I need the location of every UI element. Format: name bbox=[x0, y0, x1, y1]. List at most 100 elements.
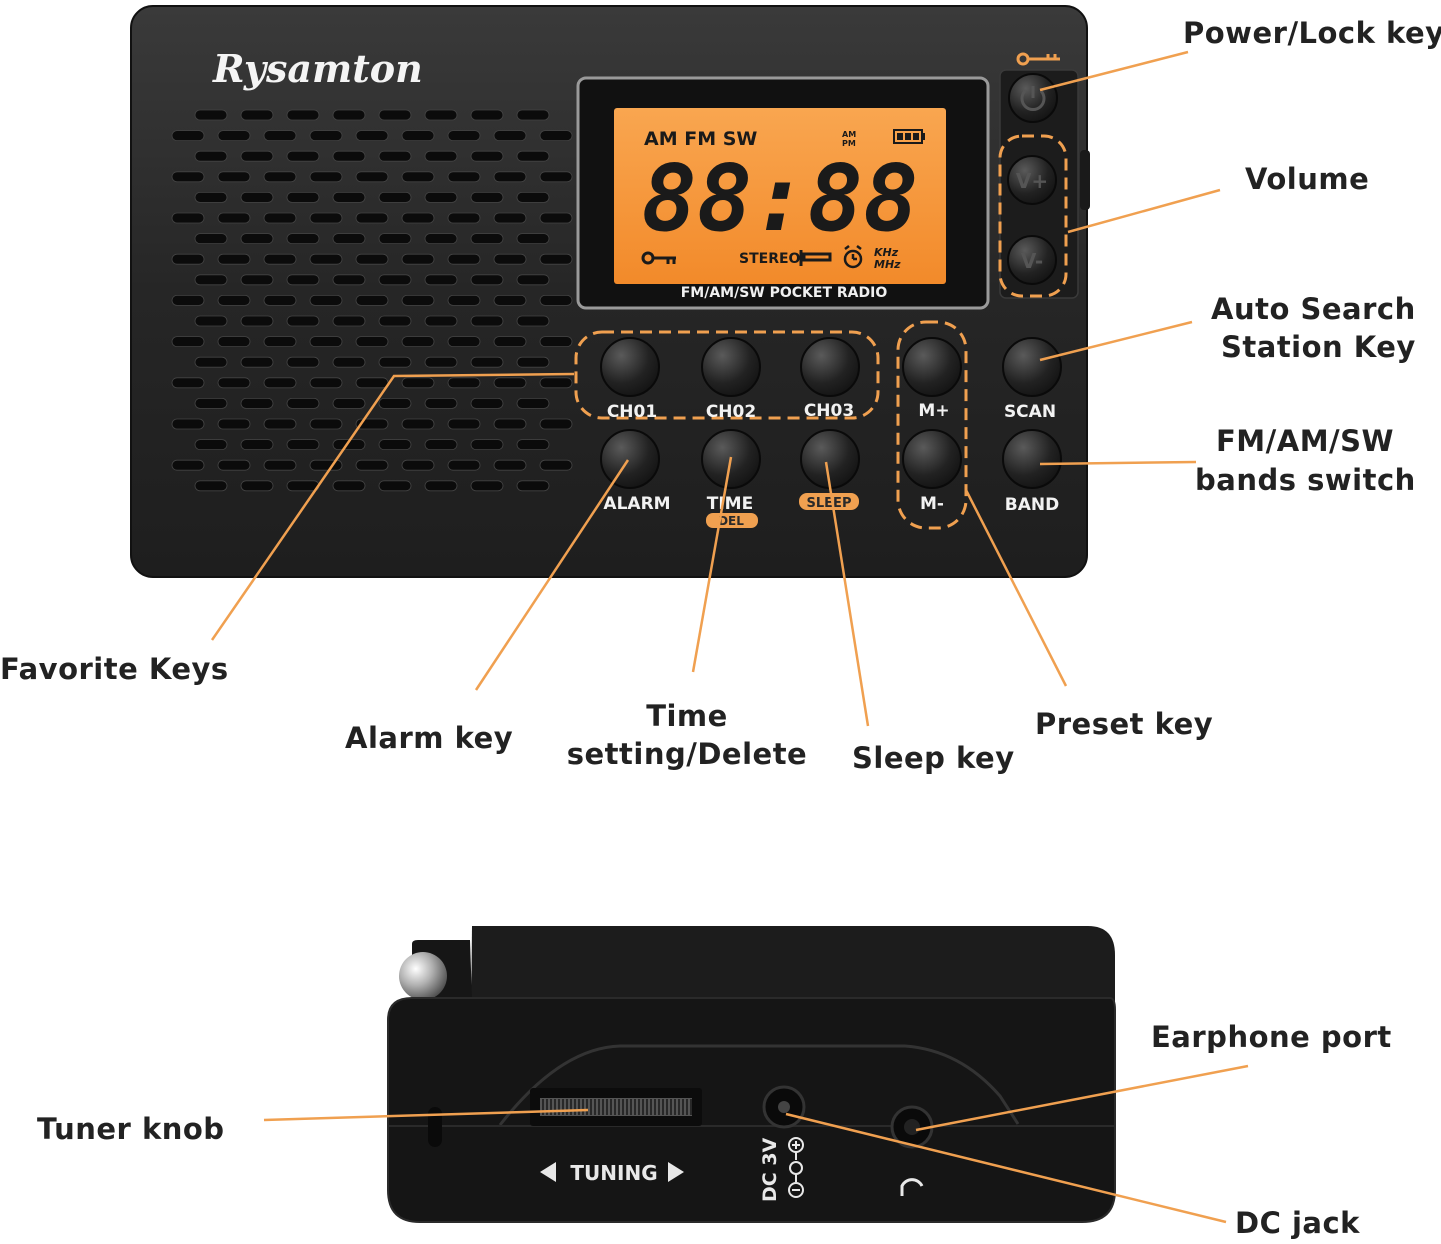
grille-slot bbox=[286, 191, 320, 203]
lock-key-icon bbox=[641, 251, 676, 265]
m-plus-label: M+ bbox=[918, 401, 949, 421]
radio-side-view: TUNING DC 3V bbox=[387, 926, 1116, 1223]
grille-slot bbox=[309, 377, 343, 389]
brand-logo: Rysamton bbox=[212, 46, 423, 91]
antenna-ball bbox=[399, 952, 447, 1000]
grille-slot bbox=[194, 397, 228, 409]
grille-slot bbox=[516, 480, 550, 492]
grille-slot bbox=[286, 397, 320, 409]
grille-slot bbox=[332, 233, 366, 245]
grille-slot bbox=[424, 397, 458, 409]
grille-slot bbox=[332, 274, 366, 286]
dc-polarity-icon bbox=[788, 1137, 804, 1198]
ch03-label: CH03 bbox=[804, 401, 854, 421]
ch02-button[interactable] bbox=[701, 337, 761, 397]
battery-icon bbox=[893, 129, 925, 144]
ch02-label: CH02 bbox=[706, 402, 756, 422]
grille-slot bbox=[516, 233, 550, 245]
volume-down-label: V- bbox=[1021, 249, 1043, 273]
grille-slot bbox=[286, 233, 320, 245]
grille-slot bbox=[171, 130, 205, 142]
scan-label: SCAN bbox=[1004, 402, 1056, 422]
grille-slot bbox=[263, 377, 297, 389]
volume-up-button[interactable]: V+ bbox=[1007, 155, 1057, 205]
grille-slot bbox=[493, 130, 527, 142]
grille-slot bbox=[401, 294, 435, 306]
grille-slot bbox=[171, 377, 205, 389]
grille-slot bbox=[516, 191, 550, 203]
grille-slot bbox=[424, 315, 458, 327]
grille-slot bbox=[217, 171, 251, 183]
grille-slot bbox=[263, 253, 297, 265]
tuning-wheel[interactable] bbox=[530, 1088, 702, 1126]
grille-slot bbox=[286, 274, 320, 286]
band-button[interactable] bbox=[1002, 429, 1062, 489]
grille-slot bbox=[332, 109, 366, 121]
alarm-clock-icon bbox=[843, 245, 863, 269]
lcd-ampm-pm: PM bbox=[842, 139, 856, 148]
callout-favorite-keys: Favorite Keys bbox=[0, 652, 229, 686]
volume-group-outline bbox=[998, 134, 1068, 298]
grille-slot bbox=[378, 233, 412, 245]
grille-slot bbox=[539, 459, 573, 471]
grille-slot bbox=[217, 459, 251, 471]
grille-slot bbox=[401, 130, 435, 142]
grille-slot bbox=[401, 459, 435, 471]
grille-slot bbox=[217, 212, 251, 224]
grille-slot bbox=[424, 233, 458, 245]
dc-label: DC 3V bbox=[759, 1137, 781, 1202]
callout-earphone-port: Earphone port bbox=[1151, 1020, 1392, 1054]
scan-button[interactable] bbox=[1002, 337, 1062, 397]
grille-slot bbox=[171, 294, 205, 306]
grille-slot bbox=[401, 212, 435, 224]
callout-auto-search-line1: Auto Search bbox=[1211, 292, 1416, 326]
grille-slot bbox=[286, 480, 320, 492]
grille-slot bbox=[401, 253, 435, 265]
ch03-button[interactable] bbox=[800, 337, 860, 397]
grille-slot bbox=[286, 150, 320, 162]
grille-slot bbox=[470, 191, 504, 203]
grille-slot bbox=[240, 356, 274, 368]
dc-jack[interactable] bbox=[762, 1085, 806, 1129]
grille-slot bbox=[378, 397, 412, 409]
grille-slot bbox=[332, 480, 366, 492]
grille-slot bbox=[516, 439, 550, 451]
grille-slot bbox=[194, 439, 228, 451]
m-plus-button[interactable] bbox=[902, 337, 962, 397]
grille-slot bbox=[447, 294, 481, 306]
callout-tuner-knob: Tuner knob bbox=[37, 1112, 225, 1146]
ch01-button[interactable] bbox=[600, 337, 660, 397]
grille-slot bbox=[171, 418, 205, 430]
grille-slot bbox=[171, 171, 205, 183]
grille-slot bbox=[286, 356, 320, 368]
grille-slot bbox=[194, 191, 228, 203]
grille-slot bbox=[539, 253, 573, 265]
preset-keys-outline bbox=[896, 320, 968, 530]
grille-slot bbox=[263, 171, 297, 183]
grille-slot bbox=[240, 274, 274, 286]
m-minus-button[interactable] bbox=[902, 429, 962, 489]
grille-slot bbox=[263, 294, 297, 306]
grille-slot bbox=[194, 480, 228, 492]
tuning-wheel-ridges bbox=[542, 1099, 692, 1115]
volume-down-button[interactable]: V- bbox=[1007, 235, 1057, 285]
alarm-button[interactable] bbox=[600, 429, 660, 489]
power-lock-button[interactable] bbox=[1008, 73, 1058, 123]
grille-slot bbox=[194, 233, 228, 245]
m-minus-label: M- bbox=[920, 494, 944, 514]
grille-slot bbox=[493, 377, 527, 389]
callout-time-setting-line2: setting/Delete bbox=[566, 737, 808, 771]
callout-sleep-key: Sleep key bbox=[852, 741, 1015, 775]
grille-slot bbox=[378, 191, 412, 203]
grille-slot bbox=[424, 109, 458, 121]
grille-slot bbox=[516, 109, 550, 121]
grille-slot bbox=[240, 397, 274, 409]
grille-slot bbox=[217, 377, 251, 389]
callout-auto-search-line2: Station Key bbox=[1221, 330, 1416, 364]
earphone-port[interactable] bbox=[890, 1105, 934, 1149]
grille-slot bbox=[447, 253, 481, 265]
lcd-unit-mhz: MHz bbox=[874, 258, 901, 271]
grille-slot bbox=[516, 397, 550, 409]
grille-slot bbox=[263, 459, 297, 471]
grille-slot bbox=[240, 439, 274, 451]
